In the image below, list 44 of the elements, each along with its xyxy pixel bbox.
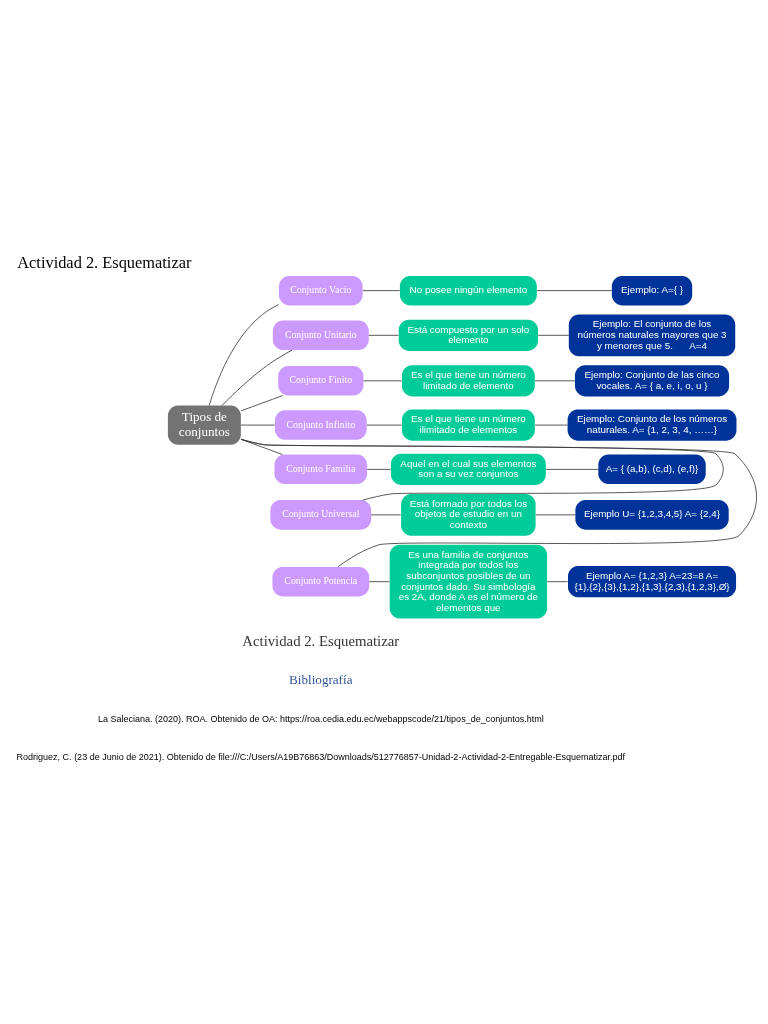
node-box: Es el que tiene un número limitado de elemento	[401, 365, 535, 397]
node-box: Aquel en el cual sus elementos son a su vez conjuntos	[390, 453, 546, 485]
connector	[208, 304, 280, 406]
node-box: Está formado por todos los objetos de estudio en un contexto	[401, 493, 536, 536]
node-box: Es una familia de conjuntos integrada por todos los subconjuntos posibles de un conjuntos dado. Su simbología es 2A, donde A es el número de elementos que	[389, 544, 548, 619]
node-box: Conjunto Infinito	[274, 410, 367, 440]
node-box: Ejemplo: Conjunto de los números naturales. A= {1, 2, 3, 4, ……}	[567, 409, 737, 441]
connector	[240, 438, 757, 568]
node-box: Ejemplo: Conjunto de las cinco vocales. A= { a, e, i, o, u }	[574, 365, 730, 397]
node-box: Conjunto Potencia	[272, 566, 370, 597]
node-box: Está compuesto por un solo elemento	[398, 319, 539, 351]
label: Rodriguez, C. (23 de Junio de 2021). Obtenido de file:///C:/Users/A19B76863/Downloads/512776857-Unidad-2-Actividad-2-Entregable-Esquematizar.pdf	[16, 752, 625, 763]
node-box: Conjunto Finito	[278, 366, 364, 396]
node-box: Ejemplo: El conjunto de los números naturales mayores que 3 y menores que 5. A=4	[568, 314, 736, 357]
connector	[534, 380, 576, 382]
label: Actividad 2. Esquematizar	[242, 632, 400, 649]
node-box: Conjunto Universal	[270, 500, 372, 530]
connector	[368, 581, 390, 583]
node-box: Ejemplo: A={ }	[611, 275, 693, 306]
connector	[362, 290, 401, 292]
node-box: Conjunto Vacio	[279, 275, 363, 306]
connector	[221, 349, 293, 406]
connector	[545, 468, 599, 470]
connector	[240, 424, 276, 426]
connector	[366, 468, 391, 470]
node-box: Conjunto Unitario	[272, 320, 369, 351]
node-box: Conjunto Familia	[274, 454, 368, 485]
label: Bibliografía	[289, 672, 353, 688]
connector	[537, 334, 570, 336]
node-box: Ejemplo U= {1,2,3,4,5} A= {2,4}	[575, 500, 729, 530]
connector	[240, 395, 284, 412]
node-box: No posee ningún elemento	[399, 275, 537, 306]
connector	[546, 581, 569, 583]
connector	[536, 290, 613, 292]
node-box: Tipos de conjuntos	[167, 405, 241, 445]
connector	[240, 438, 724, 501]
node-box: Es el que tiene un número ilimitado de elementos	[401, 409, 535, 441]
node-box: Ejemplo A= {1,2,3} A=23=8 A= {1},{2},{3},{1,2},{1,3}.{2,3),{1,2,3},Ø}	[568, 566, 737, 598]
connector	[363, 380, 402, 382]
label: La Saleciana. (2020). ROA. Obtenido de OA: https://roa.cedia.edu.ec/webappscode/21/tipos_de_conjuntos.html	[97, 713, 544, 724]
connector	[240, 438, 283, 455]
diagram-title: Actividad 2. Esquematizar	[17, 252, 192, 272]
connector	[368, 334, 399, 336]
node-box: A= { (a,b), (c,d), (e,f)}	[598, 454, 706, 485]
